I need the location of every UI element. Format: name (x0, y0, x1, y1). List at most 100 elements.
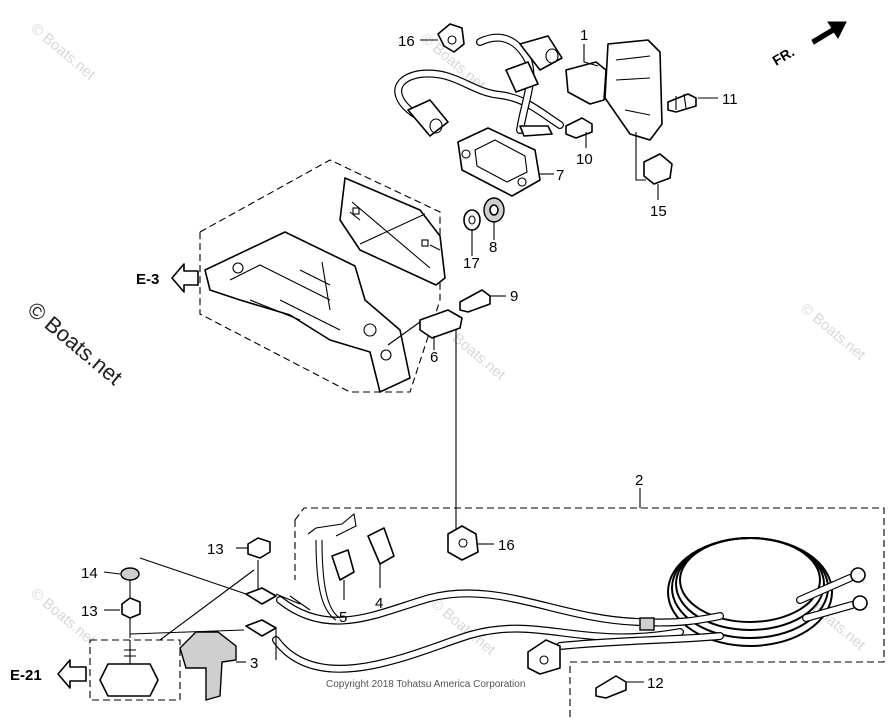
callout-5: 5 (339, 609, 347, 626)
plate-outline (199, 159, 441, 393)
ref-e21-label: E-21 (10, 667, 42, 684)
faint-watermark: © Boats.net (797, 300, 869, 364)
gasket-hole (352, 207, 360, 215)
part-9-bolt (459, 289, 491, 313)
faint-watermarks: © Boats.net © Boats.net © Boats.net © Bo… (27, 20, 869, 659)
left-arrow-icon (57, 659, 87, 689)
front-label: FR. (770, 43, 798, 68)
bracket-body (204, 231, 411, 393)
harness-cable-core (277, 590, 723, 626)
part-14-washer (120, 567, 140, 581)
callout-11: 11 (722, 91, 738, 108)
callouts: 1 2 3 4 5 6 7 8 9 10 11 12 13 13 14 15 1… (81, 27, 738, 692)
part-2-harness-frame (294, 507, 885, 718)
battery-lead-core (803, 602, 855, 621)
callout-1: 1 (580, 27, 588, 44)
ref-e3: E-3 (136, 263, 199, 293)
harness-connector (519, 35, 563, 71)
bracket-hole (380, 349, 392, 361)
front-arrow-icon (811, 21, 847, 45)
mounting-plate-group (199, 159, 446, 393)
clamp-hole (447, 35, 457, 45)
callout-17: 17 (463, 255, 480, 272)
connector-icon (527, 639, 561, 675)
boot-icon (179, 631, 237, 701)
part-10-screw (565, 117, 593, 139)
leader-line (139, 557, 247, 595)
callout-9: 9 (510, 288, 518, 305)
leader-line (159, 569, 255, 641)
copyright-notice: Copyright 2018 Tohatsu America Corporati… (326, 679, 525, 690)
terminal-wire (275, 593, 301, 660)
connector-socket (545, 48, 559, 64)
clamp-icon (447, 525, 479, 561)
cable-band (639, 617, 655, 631)
cap-icon (367, 527, 395, 565)
upper-harness (394, 33, 564, 137)
part-13-nut-lower (121, 597, 141, 619)
part-16-clamp-top (437, 23, 465, 53)
screw-icon (565, 117, 593, 139)
ref-e3-label: E-3 (136, 271, 159, 288)
terminal-lug (245, 587, 277, 605)
lead-wire (289, 595, 311, 611)
clamp-icon (437, 23, 465, 53)
harness-end-connector (527, 639, 561, 675)
callout-3: 3 (250, 655, 258, 672)
part-1-bracket (565, 39, 663, 141)
gasket-cross (349, 201, 441, 269)
harness-cable-core (477, 34, 534, 133)
callout-14: 14 (81, 565, 98, 582)
washer-hole (468, 215, 476, 225)
assembly-outline (294, 507, 885, 718)
callout-leaders (103, 39, 718, 683)
battery-lead-core (797, 575, 853, 603)
lead-wire (321, 539, 341, 619)
part-13-nut-upper (247, 537, 271, 559)
nut-icon (247, 537, 271, 559)
lead-wire (315, 539, 337, 621)
clamp-hole (458, 538, 468, 548)
bolt-icon (595, 675, 627, 699)
part-3-boot (179, 631, 237, 701)
bracket-hole (363, 323, 377, 337)
callout-8: 8 (489, 239, 497, 256)
callout-13-upper: 13 (207, 541, 224, 558)
callout-12: 12 (647, 675, 664, 692)
terminal-lug (245, 619, 277, 637)
harness-connector (505, 61, 539, 93)
bolt-thread (675, 93, 687, 110)
faint-watermark: © Boats.net (27, 20, 99, 84)
boats-net-watermark: © Boats.net (23, 297, 127, 390)
part-12-bolt (595, 675, 627, 699)
connector-hole (539, 655, 549, 665)
leader-line (387, 321, 421, 346)
grommet-hole (489, 204, 499, 216)
part-4-cap (367, 527, 395, 565)
harness-cable-core (273, 625, 683, 672)
washer-icon (463, 209, 481, 231)
leader-line (103, 571, 121, 575)
harness-connector (407, 99, 449, 137)
nut-icon (121, 597, 141, 619)
clip-icon (643, 153, 673, 185)
lower-leaders (129, 557, 259, 641)
bracket-detail (615, 55, 651, 116)
callout-15: 15 (650, 203, 667, 220)
callout-4: 4 (375, 595, 383, 612)
connector-socket (429, 118, 443, 134)
ring-terminal (850, 567, 866, 583)
washer-icon (120, 567, 140, 581)
part-16-clamp-lower (447, 525, 479, 561)
module-hole (517, 177, 527, 187)
callout-16-lower: 16 (498, 537, 515, 554)
part-7-module (457, 127, 541, 197)
part-5-boot (331, 549, 355, 581)
callout-2: 2 (635, 472, 643, 489)
relay-clip (565, 61, 607, 105)
bolt-icon (459, 289, 491, 313)
part-15-clip (643, 153, 673, 185)
bracket-icon (419, 309, 463, 339)
